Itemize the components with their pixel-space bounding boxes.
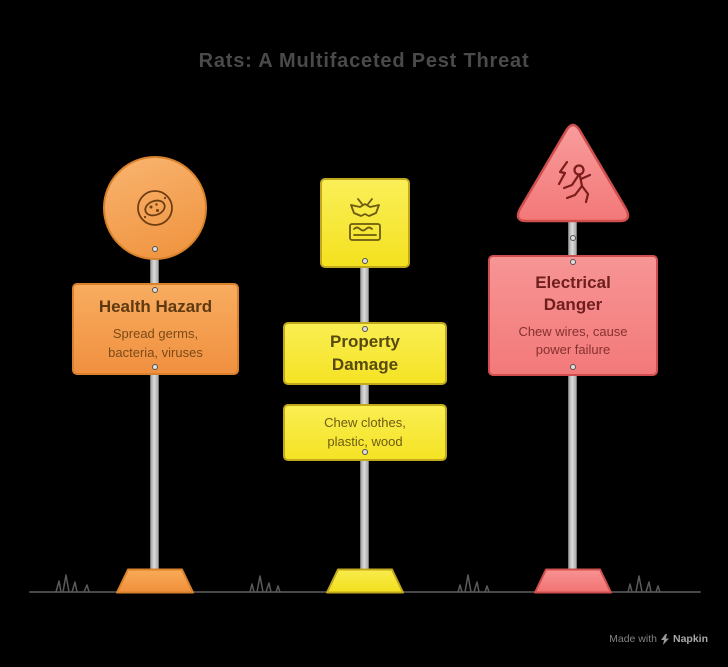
grass-tuft bbox=[55, 574, 661, 593]
sign-heading: Property Damage bbox=[330, 332, 400, 374]
watermark-brand: Napkin bbox=[672, 633, 708, 645]
sign-heading: Electrical Danger bbox=[535, 272, 611, 314]
screw-dot bbox=[152, 364, 158, 370]
page-title: Rats: A Multifaceted Pest Threat bbox=[198, 50, 530, 72]
screw-dot bbox=[570, 235, 576, 241]
lightning-icon bbox=[660, 633, 669, 645]
electrical-danger-sign: Electrical Danger Chew wires, cause powe… bbox=[488, 255, 658, 376]
napkin-watermark[interactable]: Made with Napkin bbox=[609, 633, 708, 645]
sign-base-electrical bbox=[534, 568, 612, 594]
property-icon-sign bbox=[320, 178, 410, 268]
sign-heading: Health Hazard bbox=[98, 297, 213, 317]
screw-dot bbox=[570, 259, 576, 265]
electrical-triangle-sign bbox=[516, 123, 630, 223]
moth-fabric-icon bbox=[349, 198, 381, 241]
health-circle-sign bbox=[103, 156, 207, 260]
electrocution-icon bbox=[557, 160, 592, 204]
property-damage-sign: Property Damage bbox=[283, 322, 447, 385]
screw-dot bbox=[152, 287, 158, 293]
health-hazard-sign: Health Hazard Spread germs, bacteria, vi… bbox=[72, 283, 239, 375]
screw-dot bbox=[152, 246, 158, 252]
sign-subtext: Chew clothes, plastic, wood bbox=[324, 415, 406, 449]
watermark-made-with: Made with bbox=[609, 633, 657, 645]
screw-dot bbox=[362, 258, 368, 264]
sign-base-health bbox=[116, 568, 194, 594]
sign-subtext: Spread germs, bacteria, viruses bbox=[108, 326, 203, 360]
sign-base-property bbox=[326, 568, 404, 594]
screw-dot bbox=[570, 364, 576, 370]
screw-dot bbox=[362, 449, 368, 455]
property-damage-subtext-sign: Chew clothes, plastic, wood bbox=[283, 404, 447, 461]
germ-icon bbox=[137, 190, 173, 226]
sign-subtext: Chew wires, cause power failure bbox=[518, 323, 628, 358]
screw-dot bbox=[362, 326, 368, 332]
